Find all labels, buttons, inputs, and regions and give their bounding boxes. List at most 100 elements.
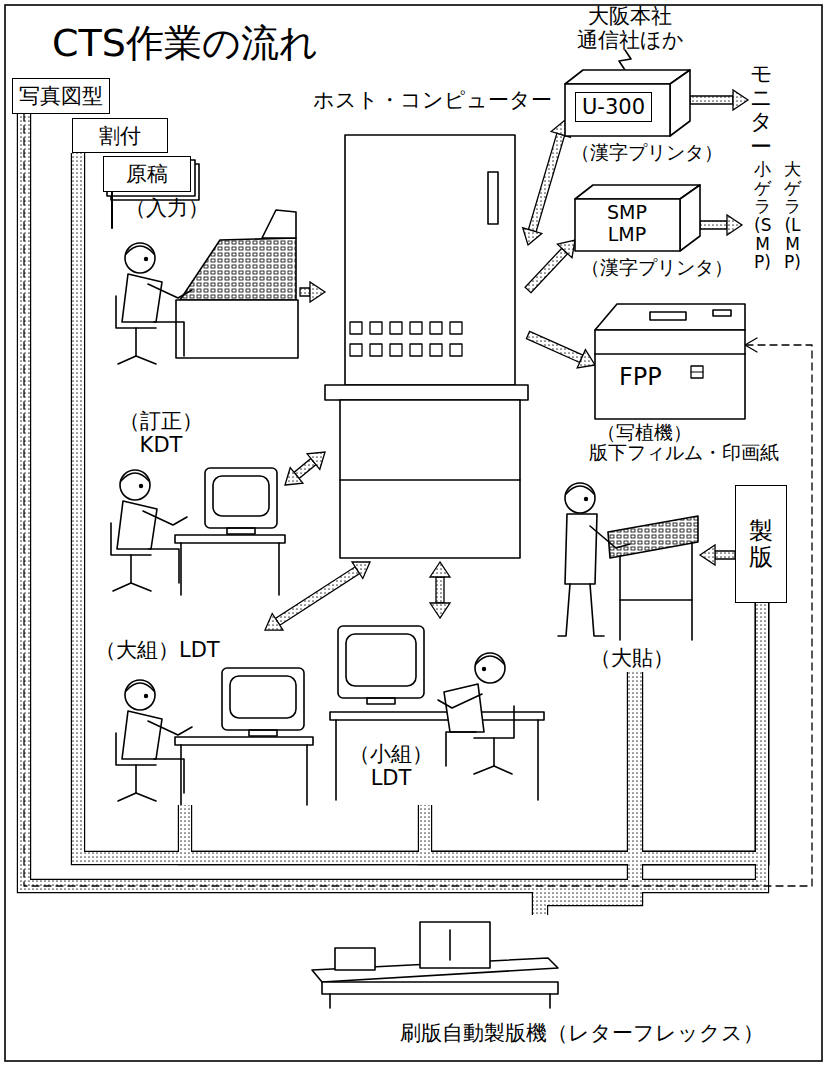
kanji-printer: SMP LMP（漢字プリンタ） bbox=[575, 185, 700, 252]
drawing-stroke bbox=[346, 634, 416, 686]
diagram-title: CTS作業の流れ bbox=[52, 18, 318, 69]
drawing-stroke bbox=[595, 353, 745, 355]
drawing-stroke bbox=[390, 322, 402, 334]
drawing-stroke bbox=[450, 322, 462, 334]
drawing-stroke bbox=[117, 501, 157, 549]
drawing-stroke bbox=[121, 473, 149, 481]
drawing-stroke bbox=[691, 366, 703, 378]
fpp-outline bbox=[595, 300, 745, 420]
drawing-stroke bbox=[474, 766, 512, 774]
drawing-stroke bbox=[483, 668, 486, 671]
arrow-head bbox=[265, 614, 283, 631]
drawing-stroke bbox=[126, 683, 154, 691]
band-fills bbox=[24, 114, 762, 915]
drawing-stroke bbox=[444, 684, 484, 732]
drawing-stroke bbox=[340, 400, 520, 558]
drawing-stroke bbox=[590, 526, 630, 548]
drawing-stroke bbox=[180, 745, 182, 805]
drawing-stroke bbox=[154, 322, 184, 356]
drawing-stroke bbox=[558, 584, 604, 636]
drawing-stroke bbox=[118, 356, 156, 364]
drawing-stroke bbox=[549, 994, 551, 1008]
drawing-stroke bbox=[420, 922, 490, 968]
band-fill bbox=[425, 603, 762, 858]
connector bbox=[526, 331, 595, 368]
kdt-station bbox=[111, 468, 285, 595]
plate-machine: 刷版自動製版機（レターフレックス） bbox=[310, 915, 560, 1010]
arrow-head bbox=[727, 215, 742, 235]
band-outline bbox=[185, 603, 762, 858]
drawing-stroke bbox=[350, 344, 362, 356]
drawing-stroke bbox=[650, 312, 686, 320]
node-label: 製版 bbox=[749, 518, 773, 571]
node-caption: （漢字プリンタ） bbox=[581, 257, 733, 279]
drawing-stroke bbox=[154, 759, 184, 793]
drawing-stroke bbox=[116, 296, 156, 328]
node-label: 大阪本社 通信社ほか bbox=[577, 4, 683, 52]
arrow-head bbox=[577, 350, 595, 368]
drawing-stroke bbox=[565, 514, 597, 584]
drawing-stroke bbox=[205, 468, 277, 528]
drawing-stroke bbox=[585, 498, 588, 501]
drawing-stroke bbox=[446, 732, 476, 766]
arrow-head bbox=[557, 240, 575, 258]
drawing-stroke bbox=[278, 543, 280, 595]
node-label: 大ゲラ(LMP) bbox=[784, 160, 801, 272]
drawing-stroke bbox=[122, 274, 162, 322]
phototypesetter: FPP（写植機）版下フィルム・印画紙 bbox=[595, 300, 745, 420]
drawing-stroke bbox=[575, 185, 700, 199]
drawing-stroke bbox=[691, 371, 703, 372]
drawing-stroke bbox=[537, 720, 539, 800]
drawing-stroke bbox=[262, 210, 296, 238]
ldt-large-station bbox=[116, 668, 313, 805]
arrow-shaft bbox=[700, 221, 727, 229]
drawing-stroke bbox=[340, 479, 520, 481]
node-label: 原稿 bbox=[126, 162, 168, 186]
galley-output: 大ゲラ(LMP)小ゲラ(SMP) bbox=[742, 160, 814, 315]
small-layout-terminal: （小組） LDT bbox=[325, 618, 545, 805]
drawing-stroke bbox=[338, 626, 424, 698]
drawing-stroke bbox=[145, 258, 148, 261]
drawing-stroke bbox=[111, 523, 151, 555]
drawing-stroke bbox=[175, 535, 285, 543]
node-label: 写真図型 bbox=[19, 84, 103, 108]
drawing-stroke bbox=[475, 653, 505, 683]
input-station bbox=[116, 210, 298, 364]
drawing-stroke bbox=[565, 84, 670, 136]
drawing-stroke bbox=[122, 711, 162, 759]
drawing-stroke bbox=[135, 765, 137, 793]
node-caption: （漢字プリンタ） bbox=[571, 142, 723, 164]
platemaking-box: 製版 bbox=[735, 485, 787, 603]
arrow-shaft bbox=[526, 331, 583, 362]
connector bbox=[700, 215, 742, 235]
input-station: （入力） bbox=[95, 228, 300, 363]
drawing-stroke bbox=[370, 344, 382, 356]
arrow-head bbox=[523, 228, 542, 245]
drawing-stroke bbox=[691, 542, 693, 640]
drawing-stroke bbox=[345, 135, 515, 385]
drawing-stroke bbox=[329, 994, 331, 1008]
band-fill bbox=[185, 603, 762, 858]
drawing-stroke bbox=[476, 656, 504, 664]
node-label: 刷版自動製版機（レターフレックス） bbox=[400, 1021, 764, 1045]
connector-line bbox=[111, 192, 113, 228]
arrow-shaft bbox=[525, 248, 568, 293]
arrow-head bbox=[430, 603, 450, 618]
arrow-shaft bbox=[528, 133, 564, 232]
arrow-shaft bbox=[690, 96, 733, 104]
drawing-stroke bbox=[488, 172, 498, 224]
correction-terminal: （訂正） KDT bbox=[95, 455, 285, 595]
drawing-stroke bbox=[430, 344, 442, 356]
node-label: FPP bbox=[619, 364, 662, 392]
host-computer bbox=[325, 135, 528, 558]
node-label: （大貼） bbox=[590, 646, 674, 670]
plate-machine bbox=[312, 922, 558, 1008]
host-computer: ホスト・コンピューター bbox=[325, 128, 528, 562]
drawing-stroke bbox=[180, 238, 296, 300]
lightning-line bbox=[619, 50, 631, 70]
node-label: （入力） bbox=[125, 196, 209, 220]
node-label: U-300 bbox=[575, 92, 652, 122]
connector bbox=[112, 192, 113, 228]
drawing-stroke bbox=[213, 476, 269, 516]
